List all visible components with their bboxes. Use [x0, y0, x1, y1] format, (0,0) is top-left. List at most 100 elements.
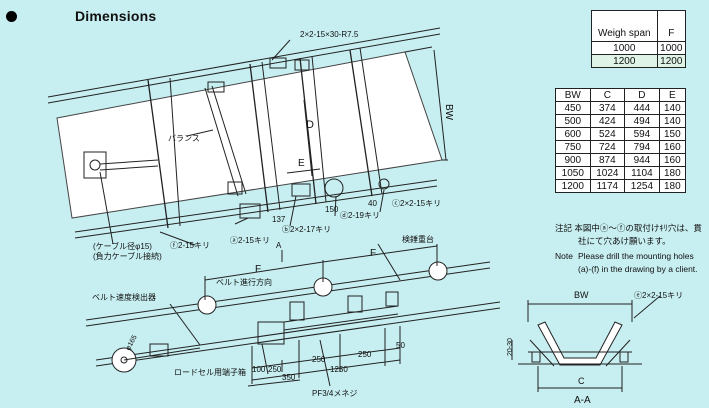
- table-cell: 424: [589, 114, 626, 128]
- table-cell: 1200: [591, 54, 658, 68]
- table-cell: 724: [589, 140, 626, 154]
- table-cell: 1000: [656, 41, 687, 55]
- speed-detector-plan: [83, 151, 107, 179]
- page-title: Dimensions: [75, 8, 157, 24]
- table-row: 1000 1000: [591, 41, 687, 55]
- dim-100: 100: [252, 365, 266, 374]
- table-cell: 494: [624, 114, 660, 128]
- table-cell: 374: [589, 101, 626, 115]
- table-row: 1200 1200: [591, 54, 687, 68]
- note-jp-line2: 社にて穴あけ願います。: [578, 236, 671, 246]
- idler-frame-left: [147, 79, 169, 229]
- table-cell: 1174: [589, 179, 626, 193]
- dim-250-b: 250: [358, 350, 372, 359]
- note-en-label: Note: [555, 251, 573, 261]
- hole-e-label: ⓔ2×2-15キリ: [634, 291, 683, 300]
- idler-frame-3: [349, 49, 373, 197]
- table-header-cell: Weigh span: [591, 10, 658, 42]
- plan-view: [47, 27, 448, 246]
- table-cell: 794: [624, 140, 660, 154]
- hole-d-label: ⓓ2-19キリ: [340, 211, 380, 220]
- table-row: 1050 1024 1104 180: [555, 166, 687, 180]
- idler-roll-3: [428, 261, 448, 281]
- lower-rail: [74, 179, 438, 233]
- hole-f-label: ⓕ2-15キリ: [170, 241, 210, 250]
- table-row: 900 874 944 160: [555, 153, 687, 167]
- f-label-left: F: [255, 264, 261, 275]
- table-cell: 444: [624, 101, 660, 115]
- table-row: 450 374 444 140: [555, 101, 687, 115]
- f-dim-right: [322, 245, 438, 263]
- table-header-cell: BW: [555, 88, 591, 102]
- table-row: 750 724 794 160: [555, 140, 687, 154]
- table-cell: 750: [555, 140, 591, 154]
- pf-label: PF3/4メネジ: [312, 389, 357, 398]
- idler-roll-1: [197, 295, 217, 315]
- note-jp-line1: 注記 本図中ⓐ～ⓕの取付けｷﾘ穴は、貫: [555, 223, 702, 233]
- weigh-frame: [257, 321, 285, 345]
- table-header-cell: E: [658, 88, 687, 102]
- upper-rail: [47, 27, 441, 98]
- section-a-mark-left: A: [276, 241, 282, 250]
- section-bw-label: BW: [574, 290, 589, 300]
- table-cell: 180: [658, 166, 687, 180]
- weigh-span-table: Weigh span F 1000 1000 1200 1200: [591, 10, 687, 68]
- table-cell: 1200: [656, 54, 687, 68]
- load-cable-label: (負力ケーブル接続): [93, 251, 162, 261]
- d-label: D: [306, 119, 314, 131]
- dim-1250: 1250: [330, 365, 348, 374]
- table-cell: 140: [658, 114, 687, 128]
- note-en-line2: (a)-(f) in the drawing by a client.: [578, 264, 698, 274]
- table-header-cell: C: [589, 88, 626, 102]
- dim-250-a: 250: [312, 355, 326, 364]
- section-title: A-A: [574, 395, 591, 406]
- table-cell: 1104: [624, 166, 660, 180]
- table-cell: 874: [589, 153, 626, 167]
- table-cell: 180: [658, 179, 687, 193]
- table-cell: 600: [555, 127, 591, 141]
- e-label: E: [298, 158, 305, 169]
- hole-a-label: ⓐ2-15キリ: [230, 236, 270, 245]
- hole-b-label: ⓑ2×2-17キリ: [282, 225, 331, 234]
- hole-c-label: ⓒ2×2-15キリ: [392, 199, 441, 208]
- table-cell: 1050: [555, 166, 591, 180]
- section-header: Dimensions: [6, 6, 156, 26]
- section-view: [511, 295, 661, 392]
- balance-label: バランス: [168, 134, 200, 143]
- bw-label-plan: BW: [443, 104, 454, 121]
- table-row: 500 424 494 140: [555, 114, 687, 128]
- dim-137: 137: [272, 215, 286, 224]
- phi165-label: φ165: [125, 334, 139, 352]
- dim-250-c: 250: [268, 365, 282, 374]
- table-cell: 450: [555, 101, 591, 115]
- table-cell: 944: [624, 153, 660, 167]
- dimensions-table: BW C D E 450 374 444 140 500 424 494 140…: [555, 88, 687, 193]
- table-cell: 500: [555, 114, 591, 128]
- table-header-row: BW C D E: [555, 88, 687, 102]
- top-callout: 2×2-15×30-R7.5: [300, 30, 359, 39]
- table-cell: 160: [658, 140, 687, 154]
- table-row: 1200 1174 1254 180: [555, 179, 687, 193]
- table-cell: 140: [658, 101, 687, 115]
- idler-frame-1: [249, 63, 269, 213]
- table-cell: 1000: [591, 41, 658, 55]
- load-cell-label: ロードセル用端子箱: [174, 367, 246, 377]
- table-cell: 150: [658, 127, 687, 141]
- check-weight-label: 検錘重台: [402, 234, 434, 244]
- dim-40: 40: [368, 199, 377, 208]
- side-view: [85, 243, 501, 387]
- table-cell: 1024: [589, 166, 626, 180]
- cable-dia-label: (ケーブル径φ15): [93, 241, 152, 251]
- table-cell: 1254: [624, 179, 660, 193]
- dim-50: 50: [396, 341, 405, 350]
- idler-frame-2: [299, 57, 317, 205]
- bw-dim-line: [433, 49, 447, 161]
- f-dim-left: [204, 261, 324, 281]
- table-cell: 1200: [555, 179, 591, 193]
- table-header-cell: F: [656, 10, 687, 42]
- section-c-label: C: [578, 376, 585, 386]
- note-en-line1: Please drill the mounting holes: [578, 251, 694, 261]
- troughing-rolls: [537, 321, 623, 366]
- dim-350: 350: [282, 373, 296, 382]
